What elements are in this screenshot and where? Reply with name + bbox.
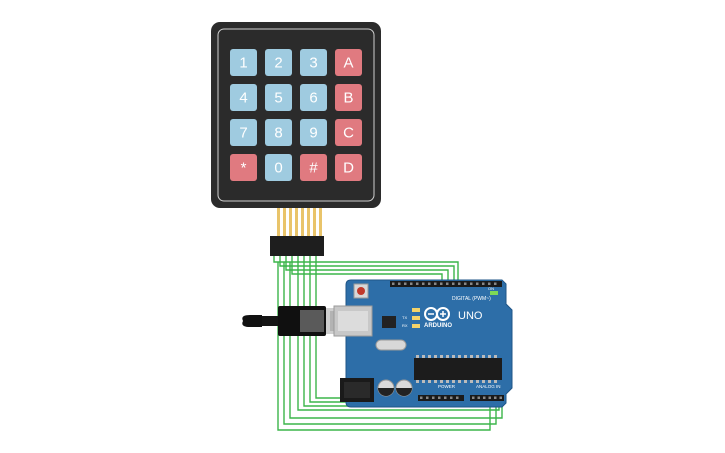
key-label: 4 — [239, 90, 247, 107]
analog-header[interactable] — [470, 395, 504, 401]
keypad-key-D[interactable]: D — [335, 154, 362, 181]
key-label: 5 — [274, 90, 282, 107]
keypad-key-4[interactable]: 4 — [230, 84, 257, 111]
rx-label: RX — [402, 323, 408, 328]
key-label: A — [343, 55, 353, 72]
keypad-key-3[interactable]: 3 — [300, 49, 327, 76]
arduino-logo-icon — [424, 307, 450, 321]
key-label: 9 — [309, 125, 317, 142]
arduino-uno-board[interactable]: ARDUINO UNO DIGITAL (PWM~) TX RX ON POWE… — [333, 279, 513, 408]
wire[interactable] — [289, 262, 503, 419]
wire[interactable] — [283, 262, 497, 425]
key-label: 0 — [274, 160, 282, 177]
keypad-key-A[interactable]: A — [335, 49, 362, 76]
key-label: 3 — [309, 55, 317, 72]
keypad-key-B[interactable]: B — [335, 84, 362, 111]
power-header[interactable] — [418, 395, 464, 401]
keypad-ribbon-cable — [277, 208, 322, 238]
keypad-key-C[interactable]: C — [335, 119, 362, 146]
keypad-4x4[interactable]: 1 2 3 A 4 5 6 B 7 8 9 C * 0 # D — [211, 22, 381, 208]
keypad-connector-header[interactable] — [270, 236, 324, 256]
key-label: 2 — [274, 55, 282, 72]
wire[interactable] — [277, 262, 491, 431]
key-label: 8 — [274, 125, 282, 142]
digital-label: DIGITAL (PWM~) — [452, 296, 491, 302]
crystal — [375, 339, 407, 351]
keypad-key-9[interactable]: 9 — [300, 119, 327, 146]
wire[interactable] — [291, 256, 443, 282]
key-label: 7 — [239, 125, 247, 142]
keypad-key-8[interactable]: 8 — [265, 119, 292, 146]
keypad-key-0[interactable]: 0 — [265, 154, 292, 181]
key-label: 6 — [309, 90, 317, 107]
wire[interactable] — [273, 256, 459, 282]
power-label: POWER — [438, 384, 456, 389]
board-model: UNO — [458, 310, 483, 322]
key-label: 1 — [239, 55, 247, 72]
keypad-key-star[interactable]: * — [230, 154, 257, 181]
keypad-key-2[interactable]: 2 — [265, 49, 292, 76]
key-label: D — [343, 160, 354, 177]
wire[interactable] — [279, 256, 455, 282]
key-label: B — [343, 90, 353, 107]
keypad-key-6[interactable]: 6 — [300, 84, 327, 111]
tx-label: TX — [402, 315, 407, 320]
wire[interactable] — [285, 256, 449, 282]
key-label: C — [343, 125, 354, 142]
analog-label: ANALOG IN — [476, 384, 501, 389]
keypad-key-hash[interactable]: # — [300, 154, 327, 181]
key-label: * — [241, 160, 247, 177]
keypad-inner-border — [217, 28, 375, 202]
keypad-key-5[interactable]: 5 — [265, 84, 292, 111]
keypad-key-1[interactable]: 1 — [230, 49, 257, 76]
board-brand: ARDUINO — [424, 323, 452, 329]
on-label: ON — [488, 286, 494, 291]
key-label: # — [309, 160, 318, 177]
atmega-chip — [414, 358, 502, 380]
keypad-key-7[interactable]: 7 — [230, 119, 257, 146]
